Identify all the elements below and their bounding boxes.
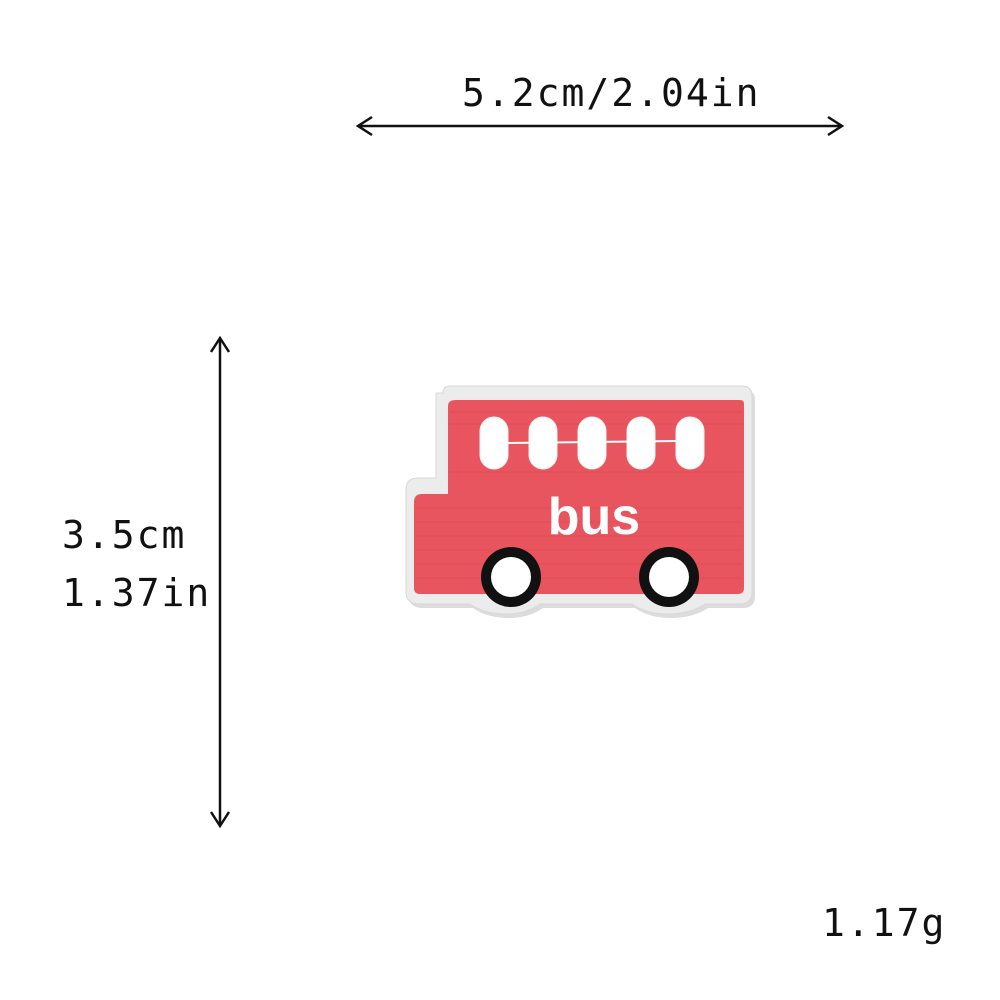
bus-patch: bus [405,385,755,618]
bus-text: bus [548,488,640,546]
width-arrow [355,115,845,137]
width-label: 5.2cm/2.04in [462,71,761,115]
height-arrow [209,335,231,829]
height-in-label: 1.37in [62,571,212,615]
rear-wheel-icon [639,547,699,607]
window-thread [507,440,677,444]
height-cm-label: 3.5cm [62,513,187,557]
front-wheel-icon [481,547,541,607]
weight-label: 1.17g [822,901,947,945]
